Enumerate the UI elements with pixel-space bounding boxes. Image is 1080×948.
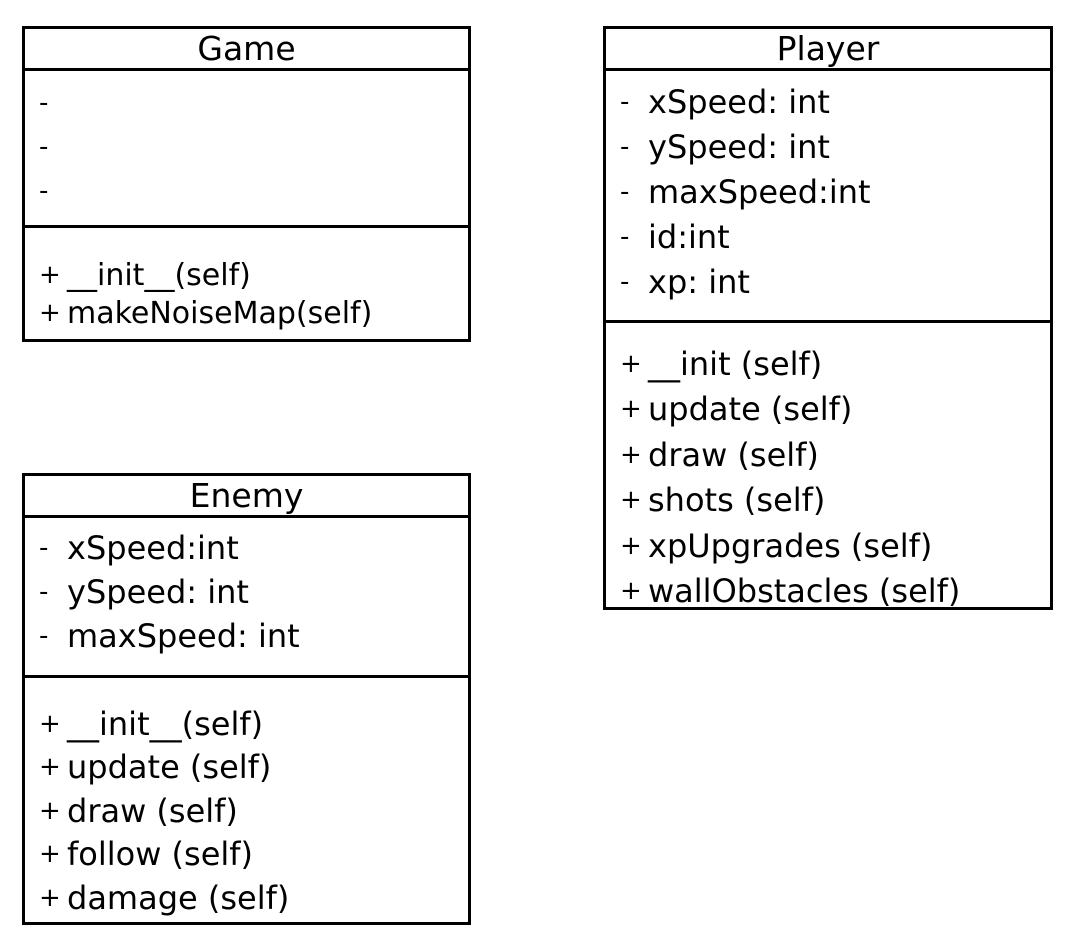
method-text: damage (self) [67, 878, 290, 917]
visibility-marker: - [620, 176, 630, 207]
visibility-marker: + [620, 485, 642, 516]
attribute-row: -ySpeed: int [620, 124, 1050, 169]
visibility-marker: + [39, 708, 61, 739]
visibility-marker: + [39, 752, 61, 783]
visibility-marker: - [39, 621, 49, 651]
methods-section: +__init__(self) +makeNoiseMap(self) [25, 228, 468, 332]
visibility-marker: + [620, 394, 642, 425]
method-row: +shots (self) [620, 478, 1050, 524]
attribute-text: maxSpeed: int [67, 617, 300, 655]
class-name: Enemy [25, 476, 468, 518]
visibility-marker: - [39, 176, 49, 206]
visibility-marker: - [39, 88, 49, 118]
method-text: shots (self) [648, 481, 826, 520]
attribute-row: -xp: int [620, 259, 1050, 304]
attribute-text: maxSpeed:int [648, 172, 871, 211]
method-text: __init (self) [648, 344, 823, 383]
attribute-row: - [39, 81, 468, 125]
method-row: +update (self) [39, 746, 468, 790]
method-text: update (self) [648, 390, 853, 429]
method-text: follow (self) [67, 835, 254, 874]
method-text: __init__(self) [67, 257, 251, 293]
visibility-marker: + [39, 795, 61, 826]
method-row: +damage (self) [39, 876, 468, 920]
method-row: +draw (self) [620, 432, 1050, 478]
attribute-text: id:int [648, 217, 730, 256]
method-text: draw (self) [67, 791, 238, 830]
attribute-text: ySpeed: int [648, 127, 830, 166]
visibility-marker: - [39, 533, 49, 563]
visibility-marker: - [39, 132, 49, 162]
class-box-player: Player -xSpeed: int -ySpeed: int -maxSpe… [603, 26, 1053, 610]
visibility-marker: - [620, 86, 630, 117]
attribute-row: -ySpeed: int [39, 570, 468, 614]
method-row: +draw (self) [39, 789, 468, 833]
class-box-enemy: Enemy -xSpeed:int -ySpeed: int -maxSpeed… [22, 473, 471, 925]
visibility-marker: + [39, 298, 61, 328]
visibility-marker: + [39, 839, 61, 870]
attribute-text: xSpeed: int [648, 82, 830, 121]
attribute-row: -xSpeed:int [39, 526, 468, 570]
method-row: +__init (self) [620, 341, 1050, 387]
attribute-text: ySpeed: int [67, 573, 249, 611]
method-text: draw (self) [648, 435, 819, 474]
attribute-text: xp: int [648, 262, 750, 301]
visibility-marker: + [620, 439, 642, 470]
attribute-row: - [39, 125, 468, 169]
methods-section: +__init__(self) +update (self) +draw (se… [25, 678, 468, 920]
method-row: +xpUpgrades (self) [620, 523, 1050, 569]
visibility-marker: + [620, 530, 642, 561]
method-text: makeNoiseMap(self) [67, 295, 373, 331]
method-row: +follow (self) [39, 833, 468, 877]
class-box-game: Game - - - +__init__(self) +makeNoiseMap… [22, 26, 471, 342]
visibility-marker: - [620, 266, 630, 297]
attributes-section: - - - [25, 71, 468, 228]
attribute-text: xSpeed:int [67, 529, 239, 567]
visibility-marker: + [620, 348, 642, 379]
class-name: Game [25, 29, 468, 71]
visibility-marker: + [39, 260, 61, 290]
method-row: +wallObstacles (self) [620, 569, 1050, 615]
method-text: update (self) [67, 748, 272, 787]
method-text: wallObstacles (self) [648, 572, 961, 611]
attribute-row: -xSpeed: int [620, 79, 1050, 124]
visibility-marker: - [620, 131, 630, 162]
method-row: +__init__(self) [39, 256, 468, 294]
attributes-section: -xSpeed: int -ySpeed: int -maxSpeed:int … [606, 71, 1050, 323]
attributes-section: -xSpeed:int -ySpeed: int -maxSpeed: int [25, 518, 468, 678]
method-row: +__init__(self) [39, 702, 468, 746]
visibility-marker: - [620, 221, 630, 252]
class-name: Player [606, 29, 1050, 71]
visibility-marker: + [620, 576, 642, 607]
method-row: +makeNoiseMap(self) [39, 294, 468, 332]
attribute-row: -maxSpeed: int [39, 614, 468, 658]
visibility-marker: - [39, 577, 49, 607]
attribute-row: -id:int [620, 214, 1050, 259]
attribute-row: -maxSpeed:int [620, 169, 1050, 214]
method-row: +update (self) [620, 387, 1050, 433]
method-text: xpUpgrades (self) [648, 526, 933, 565]
methods-section: +__init (self) +update (self) +draw (sel… [606, 323, 1050, 614]
visibility-marker: + [39, 882, 61, 913]
attribute-row: - [39, 169, 468, 213]
method-text: __init__(self) [67, 704, 264, 743]
